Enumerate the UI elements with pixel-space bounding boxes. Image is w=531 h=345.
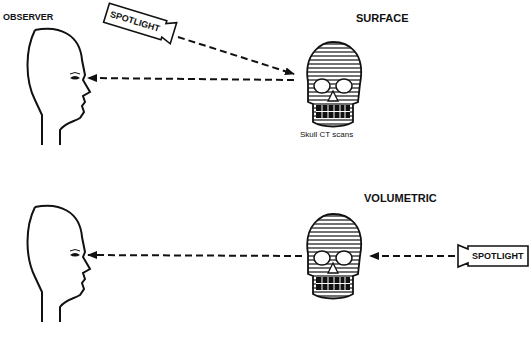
spotlight-label: SPOTLIGHT xyxy=(472,245,528,267)
observer-label: OBSERVER xyxy=(3,12,53,22)
scene-title: VOLUMETRIC xyxy=(364,192,437,204)
spotlight: SPOTLIGHT xyxy=(458,245,528,267)
skull-caption: Skull CT scans xyxy=(300,130,353,139)
scene-title: SURFACE xyxy=(356,12,409,24)
spotlight: SPOTLIGHT xyxy=(103,2,176,44)
spotlight-label: SPOTLIGHT xyxy=(107,3,177,43)
